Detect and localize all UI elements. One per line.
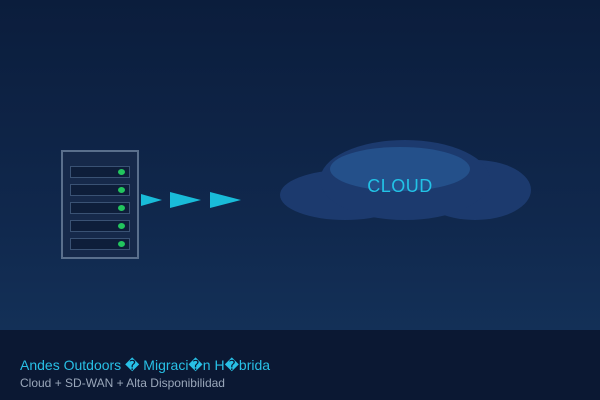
status-led-icon — [118, 169, 125, 175]
cloud-icon — [280, 140, 531, 220]
diagram-graphics — [141, 140, 531, 220]
cloud-highlight — [330, 147, 470, 191]
arrow-right-icon — [170, 192, 201, 208]
flow-arrows — [141, 192, 241, 208]
footer-title: Andes Outdoors � Migraci�n H�brida — [20, 357, 271, 373]
server-unit — [70, 184, 130, 196]
cloud-label: CLOUD — [367, 176, 433, 196]
arrow-right-icon — [141, 194, 162, 206]
status-led-icon — [118, 223, 125, 229]
server-unit — [70, 220, 130, 232]
status-led-icon — [118, 187, 125, 193]
footer-bar: Andes Outdoors � Migraci�n H�brida Cloud… — [0, 330, 600, 400]
status-led-icon — [118, 205, 125, 211]
server-unit — [70, 202, 130, 214]
arrow-right-icon — [210, 192, 241, 208]
server-unit — [70, 238, 130, 250]
footer-subtitle: Cloud + SD-WAN + Alta Disponibilidad — [20, 376, 225, 390]
server-rack-icon — [61, 150, 139, 259]
server-unit — [70, 166, 130, 178]
status-led-icon — [118, 241, 125, 247]
